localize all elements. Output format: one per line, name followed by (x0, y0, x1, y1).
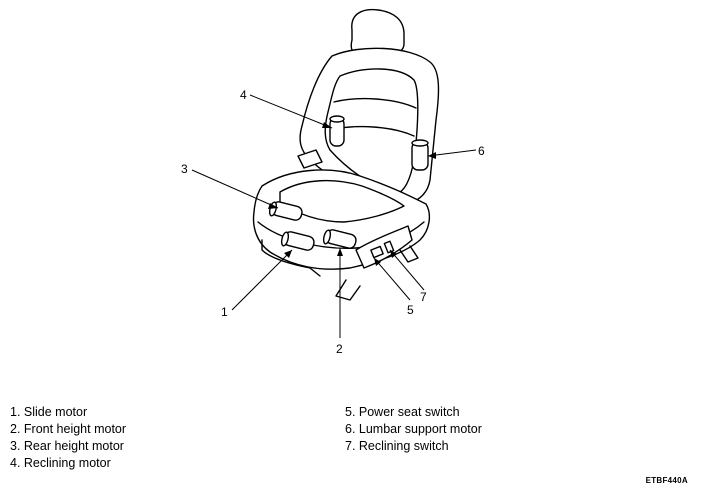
callout-7: 7 (420, 290, 427, 304)
leader-1 (231, 249, 293, 311)
legend-item: 3. Rear height motor (10, 439, 124, 453)
callout-4: 4 (240, 88, 247, 102)
seat-cushion-top (279, 179, 405, 223)
leader-3 (191, 169, 279, 209)
legend-item: 6. Lumbar support motor (345, 422, 482, 436)
legend-item: 5. Power seat switch (345, 405, 460, 419)
callout-6: 6 (478, 144, 485, 158)
callout-1: 1 (221, 305, 228, 319)
leader-7 (389, 249, 425, 291)
recliner-bracket (297, 149, 323, 169)
side-panel (355, 225, 413, 269)
power-seat-switch-shape (370, 245, 384, 259)
legend-item: 7. Reclining switch (345, 439, 449, 453)
callout-2: 2 (336, 342, 343, 356)
legend-item: 1. Slide motor (10, 405, 88, 419)
leader-5 (373, 257, 411, 301)
front-height-motor-shape (322, 229, 357, 249)
legend-item: 2. Front height motor (10, 422, 127, 436)
leader-4 (249, 94, 333, 129)
callout-3: 3 (181, 162, 188, 176)
headrest (350, 8, 405, 55)
reclining-motor-shape (329, 115, 345, 147)
lumbar-support-motor-shape (411, 139, 429, 171)
slide-motor-shape (280, 231, 315, 251)
legend-item: 4. Reclining motor (10, 456, 111, 470)
callout-5: 5 (407, 303, 414, 317)
legend-right: 5. Power seat switch 6. Lumbar support m… (345, 404, 482, 455)
power-seat-diagram (191, 8, 477, 338)
rear-height-motor-shape (268, 201, 303, 221)
figure-code: ETBF440A (645, 476, 688, 485)
legend-left: 1. Slide motor 2. Front height motor 3. … (10, 404, 126, 472)
